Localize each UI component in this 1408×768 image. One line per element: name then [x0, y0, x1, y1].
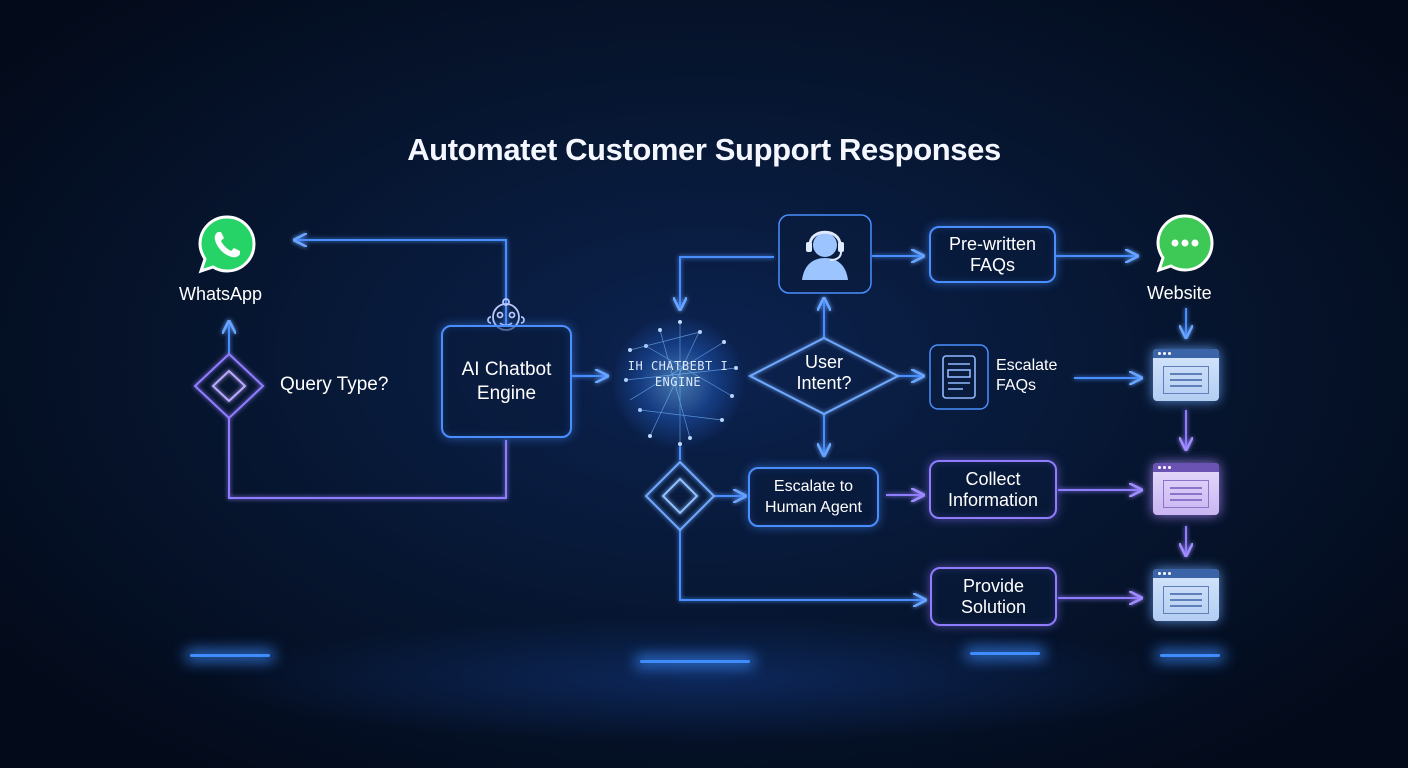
- glow-line-left: [190, 654, 270, 657]
- browser-window-3: [1153, 569, 1219, 621]
- escalate-faqs-label: Escalate FAQs: [996, 357, 1058, 394]
- diamond-query-type: [193, 352, 265, 420]
- escalate-human-agent-box: Escalate to Human Agent: [748, 467, 879, 527]
- connector-diamond-to-solution: [679, 530, 924, 600]
- collect-information-box: Collect Information: [929, 460, 1057, 519]
- document-icon: [929, 344, 989, 410]
- query-type-label: Query Type?: [280, 374, 389, 395]
- whatsapp-label: WhatsApp: [179, 284, 263, 304]
- provide-solution-label: Provide Solution: [960, 575, 1027, 617]
- browser-window-1: [1153, 349, 1219, 401]
- headset-agent-icon: [778, 214, 872, 294]
- whatsapp-icon: [198, 215, 256, 274]
- user-intent-label: User Intent?: [796, 352, 852, 393]
- diamond-split: [644, 460, 716, 532]
- neural-engine-label: IH CHATBEBT I ENGINE: [627, 359, 729, 389]
- connector-engine-to-whatsapp: [296, 240, 507, 325]
- prewritten-faqs-label: Pre-written FAQs: [948, 233, 1037, 275]
- website-label: Website: [1147, 283, 1212, 303]
- glow-line-right-b: [1160, 654, 1220, 657]
- prewritten-faqs-box: Pre-written FAQs: [929, 226, 1056, 283]
- connector-query-loop: [228, 418, 507, 499]
- neural-engine-orb: [612, 316, 744, 448]
- glow-line-center: [640, 660, 750, 663]
- browser-window-2: [1153, 463, 1219, 515]
- ai-chatbot-engine-box: AI Chatbot Engine: [441, 325, 572, 438]
- ai-chatbot-engine-label: AI Chatbot Engine: [461, 358, 552, 404]
- connector-agent-to-neural: [680, 256, 774, 308]
- escalate-human-agent-label: Escalate to Human Agent: [765, 478, 862, 516]
- diamond-user-intent: [747, 336, 901, 416]
- collect-information-label: Collect Information: [947, 468, 1039, 510]
- provide-solution-box: Provide Solution: [930, 567, 1057, 626]
- chat-bubble-icon: [1156, 214, 1214, 273]
- glow-line-right-a: [970, 652, 1040, 655]
- diagram-title: Automatet Customer Support Responses: [407, 132, 1001, 167]
